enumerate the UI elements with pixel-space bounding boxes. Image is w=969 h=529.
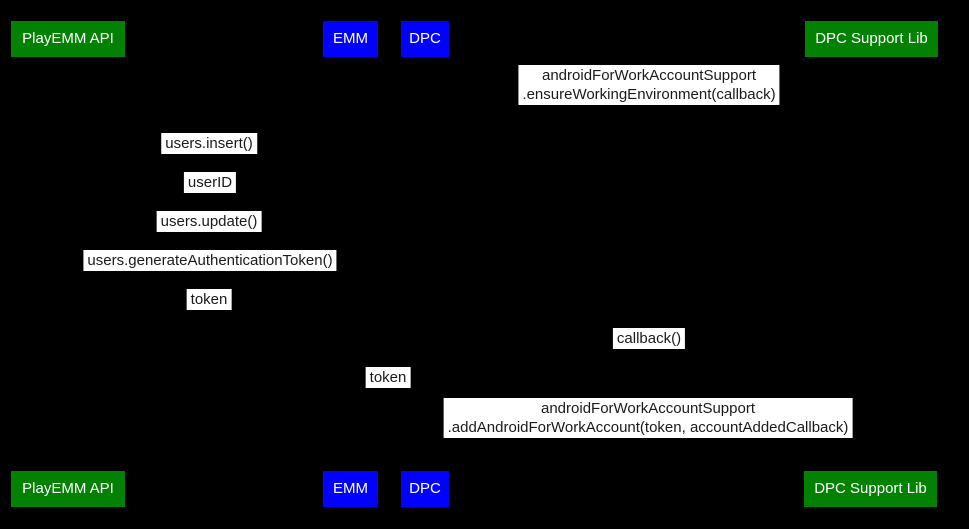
message-users-generate-authentication-token: users.generateAuthenticationToken() xyxy=(83,250,337,271)
actor-top-dpc: DPC xyxy=(401,21,449,57)
message-line: userID xyxy=(187,174,233,191)
message-line: callback() xyxy=(616,330,682,347)
actor-top-playemm-api: PlayEMM API xyxy=(11,21,125,57)
message-token-to-emm: token xyxy=(186,289,232,310)
message-callback: callback() xyxy=(612,328,686,349)
message-ensure-working-environment: androidForWorkAccountSupport .ensureWork… xyxy=(518,65,780,105)
message-line: users.insert() xyxy=(165,135,253,152)
actor-bottom-emm: EMM xyxy=(323,471,378,507)
message-users-update: users.update() xyxy=(156,211,262,232)
message-token-to-dpc: token xyxy=(365,367,411,388)
message-line: androidForWorkAccountSupport xyxy=(541,400,755,417)
actor-top-dpc-support-lib: DPC Support Lib xyxy=(805,21,938,57)
message-users-insert: users.insert() xyxy=(161,133,257,154)
message-line: androidForWorkAccountSupport xyxy=(541,67,756,84)
actor-bottom-playemm-api: PlayEMM API xyxy=(11,471,125,507)
message-line: .ensureWorkingEnvironment(callback) xyxy=(522,86,776,103)
message-line: .addAndroidForWorkAccount(token, account… xyxy=(447,419,849,436)
message-line: token xyxy=(190,291,228,308)
message-userid: userID xyxy=(183,172,237,193)
message-line: users.update() xyxy=(160,213,258,230)
actor-bottom-dpc: DPC xyxy=(401,471,449,507)
actor-top-emm: EMM xyxy=(323,21,378,57)
message-add-android-for-work-account: androidForWorkAccountSupport .addAndroid… xyxy=(443,398,853,438)
message-line: users.generateAuthenticationToken() xyxy=(87,252,333,269)
actor-bottom-dpc-support-lib: DPC Support Lib xyxy=(804,471,937,507)
message-line: token xyxy=(369,369,407,386)
